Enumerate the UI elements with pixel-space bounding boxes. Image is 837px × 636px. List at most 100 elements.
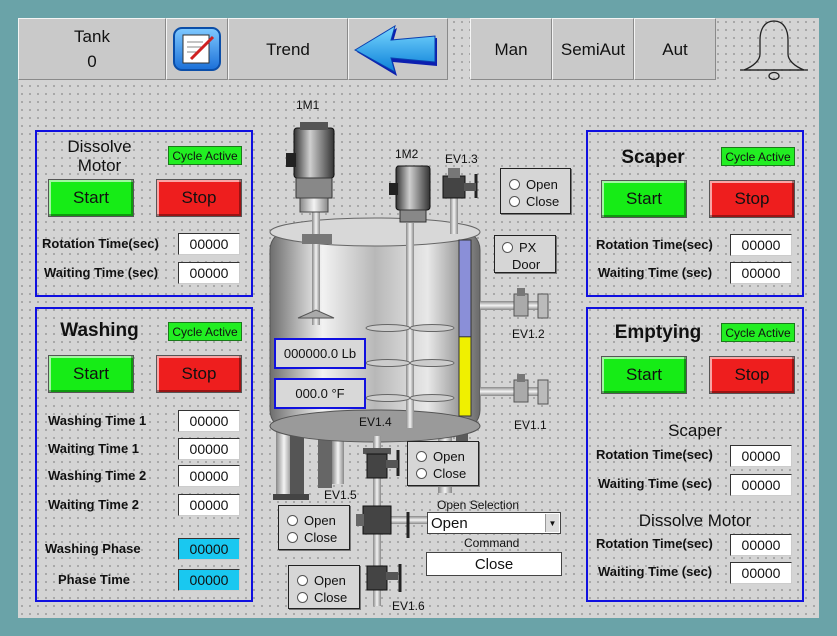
- emptying-stop-button[interactable]: Stop: [709, 356, 795, 394]
- ev14-close-label: Close: [433, 466, 467, 481]
- manual-mode-button[interactable]: Man: [470, 18, 552, 80]
- washing-time1-label: Washing Time 1: [48, 413, 147, 428]
- ev14-open-dot: [416, 451, 427, 462]
- ev15-status-box: Open Close: [278, 505, 350, 550]
- command-button[interactable]: Close: [426, 552, 562, 576]
- valve-ev14-icon: [366, 450, 400, 479]
- dissolve-status-badge: Cycle Active: [168, 146, 242, 165]
- motor-1m1-label: 1M1: [296, 98, 320, 112]
- auto-mode-button[interactable]: Aut: [634, 18, 716, 80]
- washing-start-button[interactable]: Start: [48, 355, 134, 393]
- emptying-title: Emptying: [614, 322, 702, 343]
- semiauto-label: SemiAut: [560, 39, 626, 59]
- tank-process-graphic: [269, 122, 549, 606]
- ev13-open-dot: [509, 179, 520, 190]
- level-gauge-fill: [458, 336, 472, 417]
- motor-1m2-label: 1M2: [395, 147, 419, 161]
- scaper-start-button[interactable]: Start: [601, 180, 687, 218]
- valve-ev14-label: EV1.4: [359, 415, 392, 429]
- auto-label: Aut: [662, 39, 688, 59]
- emptying-scaper-waiting-label: Waiting Time (sec): [598, 476, 713, 491]
- ev16-close-dot: [297, 592, 308, 603]
- emptying-status-badge: Cycle Active: [721, 323, 795, 342]
- scaper-waiting-input[interactable]: 00000: [730, 262, 792, 284]
- dissolve-waiting-label: Waiting Time (sec): [44, 265, 159, 280]
- scaper-status-badge: Cycle Active: [721, 147, 795, 166]
- washing-time1-input[interactable]: 00000: [178, 410, 240, 432]
- hmi-screen: Tank 0 Trend Man: [18, 18, 819, 618]
- top-toolbar: Tank 0 Trend Man: [18, 18, 819, 82]
- dissolve-waiting-input[interactable]: 00000: [178, 262, 240, 284]
- back-arrow-icon: [353, 24, 437, 76]
- ev16-close-indicator: Close: [297, 590, 347, 605]
- valve-ev15-label: EV1.5: [324, 488, 357, 502]
- trend-label: Trend: [266, 39, 310, 59]
- px-door-status-box: PX Door: [494, 235, 556, 273]
- dissolve-agitator: [297, 210, 335, 325]
- washing-status-badge: Cycle Active: [168, 322, 242, 341]
- waiting-time2-label: Waiting Time 2: [48, 497, 140, 512]
- chevron-down-icon[interactable]: ▼: [545, 514, 559, 532]
- valve-ev13-icon: [442, 168, 478, 234]
- open-selection-label: Open Selection: [437, 498, 520, 512]
- scaper-stop-button[interactable]: Stop: [709, 180, 795, 218]
- dissolve-motor-title: Dissolve Motor: [47, 137, 152, 175]
- emptying-start-button[interactable]: Start: [601, 356, 687, 394]
- dissolve-stop-button[interactable]: Stop: [156, 179, 242, 217]
- scaper-panel: Scaper Cycle Active Start Stop Rotation …: [586, 130, 804, 297]
- emptying-dissolve-rotation-input[interactable]: 00000: [730, 534, 792, 556]
- emptying-dissolve-waiting-input[interactable]: 00000: [730, 562, 792, 584]
- ev16-close-label: Close: [314, 590, 348, 605]
- tank-value: 0: [87, 52, 97, 71]
- alarm-bell-button[interactable]: [734, 18, 814, 82]
- ev15-close-indicator: Close: [287, 530, 337, 545]
- px-door-label-1: PX: [519, 240, 537, 255]
- notepad-icon: [173, 27, 221, 71]
- px-door-label-2: Door: [512, 257, 541, 272]
- washing-title: Washing: [60, 320, 139, 341]
- trend-button[interactable]: Trend: [228, 18, 348, 80]
- ev13-open-label: Open: [526, 177, 558, 192]
- ev16-open-indicator: Open: [297, 573, 346, 588]
- washing-phase-label: Washing Phase: [45, 541, 141, 556]
- ev14-close-dot: [416, 468, 427, 479]
- phase-time-value: 00000: [178, 569, 240, 591]
- valve-ev11-icon: [480, 374, 549, 405]
- emptying-scaper-waiting-input[interactable]: 00000: [730, 474, 792, 496]
- ev15-open-dot: [287, 515, 298, 526]
- scaper-agitator: [365, 223, 455, 428]
- valve-ev16-icon: [366, 564, 402, 592]
- waiting-time1-input[interactable]: 00000: [178, 438, 240, 460]
- emptying-dissolve-rotation-label: Rotation Time(sec): [596, 536, 713, 551]
- dissolve-rotation-input[interactable]: 00000: [178, 233, 240, 255]
- open-selection-dropdown[interactable]: Open ▼: [427, 512, 561, 534]
- waiting-time2-input[interactable]: 00000: [178, 494, 240, 516]
- ev16-status-box: Open Close: [288, 565, 360, 609]
- valve-ev12-label: EV1.2: [512, 327, 545, 341]
- emptying-dissolve-waiting-label: Waiting Time (sec): [598, 564, 713, 579]
- dissolve-rotation-label: Rotation Time(sec): [42, 236, 159, 251]
- command-label: Command: [464, 536, 520, 550]
- waiting-time1-label: Waiting Time 1: [48, 441, 140, 456]
- scaper-waiting-label: Waiting Time (sec): [598, 265, 713, 280]
- ev15-close-dot: [287, 532, 298, 543]
- emptying-scaper-rotation-input[interactable]: 00000: [730, 445, 792, 467]
- washing-time2-input[interactable]: 00000: [178, 465, 240, 487]
- washing-panel: Washing Cycle Active Start Stop Washing …: [35, 307, 253, 602]
- notepad-button[interactable]: [166, 18, 228, 80]
- ev16-open-dot: [297, 575, 308, 586]
- ev13-close-dot: [509, 196, 520, 207]
- emptying-panel: Emptying Cycle Active Start Stop Scaper …: [586, 307, 804, 602]
- washing-stop-button[interactable]: Stop: [156, 355, 242, 393]
- semiauto-mode-button[interactable]: SemiAut: [552, 18, 634, 80]
- ev15-open-indicator: Open: [287, 513, 336, 528]
- weight-readout: 000000.0 Lb: [274, 338, 366, 369]
- motor-1m2-icon: [389, 165, 431, 223]
- scaper-rotation-input[interactable]: 00000: [730, 234, 792, 256]
- dissolve-start-button[interactable]: Start: [48, 179, 134, 217]
- tank-selector-button[interactable]: Tank 0: [18, 18, 166, 80]
- ev14-open-label: Open: [433, 449, 465, 464]
- valve-ev13-label: EV1.3: [445, 152, 478, 166]
- tank-label: Tank: [74, 27, 110, 46]
- back-button[interactable]: [348, 18, 448, 80]
